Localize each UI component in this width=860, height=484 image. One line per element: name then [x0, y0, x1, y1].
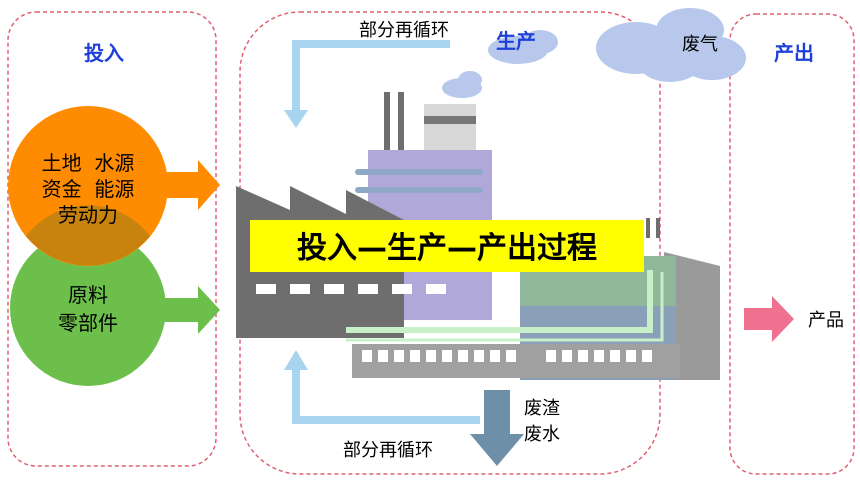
circle-overlap: [26, 205, 150, 266]
resources-line-1: 土地 水源: [42, 151, 135, 175]
output-section-border: [729, 13, 855, 475]
section-title-input: 投入: [84, 41, 124, 65]
input-section-border: [7, 11, 217, 467]
recycle-arrow-bottom: [292, 368, 480, 424]
product-arrow: [744, 296, 794, 342]
main-title: 投入—生产—产出过程: [297, 231, 597, 266]
recycle-arrow-bottom-head: [284, 350, 308, 370]
circle-raw-materials: [10, 230, 166, 386]
section-title-production: 生产: [496, 29, 536, 53]
resources-line-3: 劳动力: [58, 203, 118, 227]
recycle-arrow-top-head: [284, 110, 308, 128]
materials-line-1: 原料: [68, 283, 108, 307]
waste-gas-label: 废气: [682, 34, 718, 55]
title-banner: [250, 220, 644, 272]
waste-residue-label: 废渣: [524, 398, 560, 419]
cloud-waste-gas: [596, 8, 746, 82]
cloud-production: [488, 30, 558, 64]
product-label: 产品: [808, 310, 844, 331]
resources-line-2: 资金 能源: [42, 177, 135, 201]
recycle-arrow-top: [292, 40, 450, 112]
cloud-small: [442, 71, 482, 98]
waste-water-label: 废水: [524, 424, 560, 445]
section-title-output: 产出: [774, 41, 814, 65]
waste-arrow: [470, 390, 524, 466]
recycle-label-top: 部分再循环: [359, 20, 449, 41]
materials-line-2: 零部件: [58, 311, 118, 335]
recycle-label-bottom: 部分再循环: [343, 440, 433, 461]
